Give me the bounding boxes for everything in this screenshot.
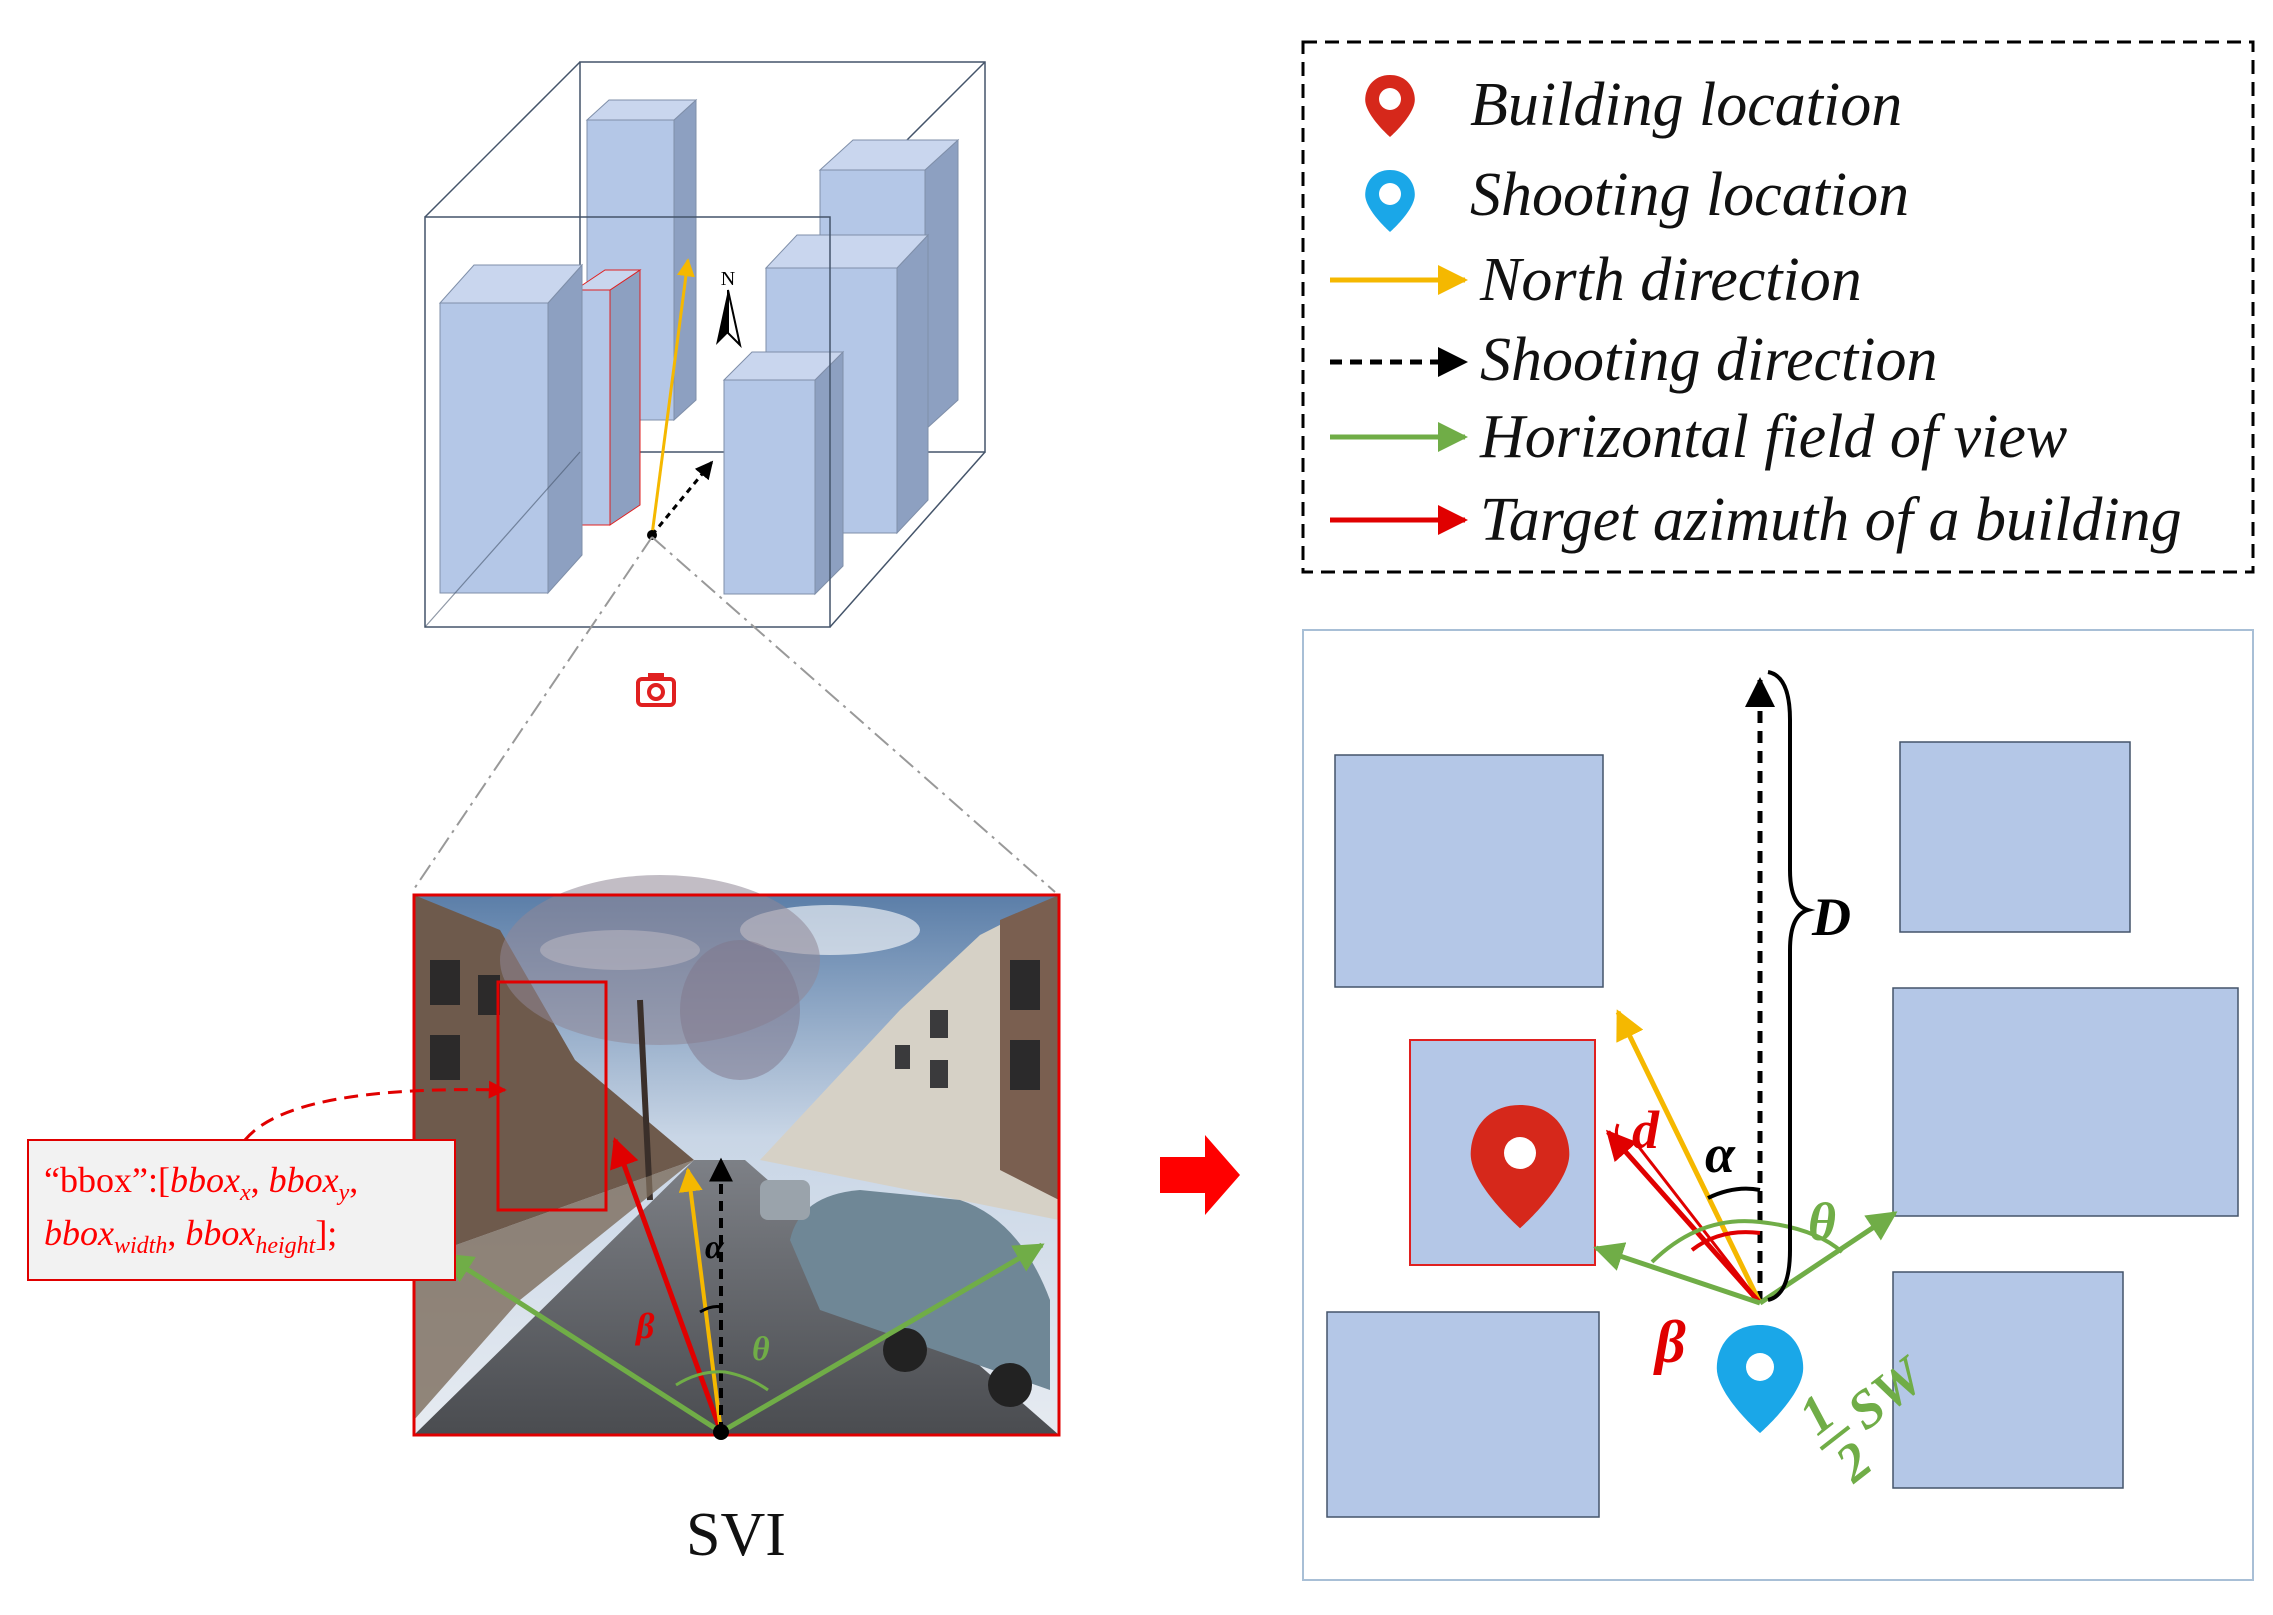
bbox-line-1: “bbox”:[bboxx, bboxy, — [44, 1160, 358, 1206]
street-view-image: α β θ — [412, 875, 1061, 1440]
box-front-face — [424, 216, 831, 628]
compass-icon: N — [716, 268, 742, 349]
projection-line-left — [411, 536, 653, 893]
north-arrow-plan — [1615, 1009, 1763, 1305]
plan-building — [1892, 1271, 2124, 1489]
legend-label: Shooting direction — [1480, 326, 1938, 394]
legend-item: Shooting location — [1365, 161, 1909, 232]
bbox-callout: “bbox”:[bboxx, bboxy, bboxwidth, bboxhei… — [27, 1080, 507, 1281]
bbox-line-2: bboxwidth, bboxheight]; — [44, 1213, 337, 1259]
building-3d — [438, 263, 584, 595]
theta-label-svi: θ — [752, 1331, 770, 1368]
camera-icon — [636, 673, 676, 707]
legend-item: North direction — [1330, 246, 1862, 314]
north-arrow-3d — [650, 258, 695, 536]
alpha-arc-plan — [1707, 1186, 1761, 1200]
fov-left-plan — [1593, 1242, 1761, 1306]
north-arrow-svi — [678, 1167, 723, 1433]
legend-item: Horizontal field of view — [1330, 403, 2067, 471]
box-edge — [829, 451, 986, 628]
legend-item: Building location — [1365, 71, 1902, 139]
building-location-pin — [1470, 1105, 1570, 1229]
legend-label: Horizontal field of view — [1479, 403, 2067, 471]
red-pin-icon — [1365, 75, 1415, 137]
alpha-label-svi: α — [705, 1229, 725, 1266]
fraction-bar — [1819, 1425, 1851, 1451]
top-down-plan: D d α θ β 1 2 SW — [1302, 629, 2254, 1581]
callout-leader — [243, 1080, 507, 1141]
plan-building — [1892, 987, 2239, 1217]
D-brace — [1767, 670, 1816, 1302]
legend-item: Shooting direction — [1330, 326, 1938, 394]
target-offset-line — [1633, 1141, 1762, 1304]
D-label: D — [1811, 887, 1851, 947]
legend: Building location Shooting location Nort… — [1301, 40, 2255, 574]
theta-label-plan: θ — [1808, 1192, 1836, 1252]
callout-box — [27, 1139, 456, 1281]
theta-arc-plan — [1650, 1219, 1844, 1264]
shooting-location-pin — [1716, 1325, 1804, 1433]
legend-frame — [1301, 40, 2255, 574]
beta-label-plan: β — [1653, 1309, 1686, 1375]
fov-left-edge — [442, 1252, 723, 1435]
transition-arrow-icon — [1160, 1135, 1240, 1215]
box-edge — [424, 61, 581, 218]
alpha-label-plan: α — [1705, 1124, 1736, 1184]
blue-pin-icon — [1365, 170, 1415, 232]
plan-building — [1899, 741, 2131, 933]
target-building-3d — [573, 269, 642, 526]
shooting-direction-3d — [650, 460, 714, 536]
box-edge — [424, 451, 581, 628]
building-3d — [722, 350, 845, 596]
legend-item: Target azimuth of a building — [1330, 486, 2182, 554]
camera-point-svi — [713, 1424, 729, 1440]
theta-arc-svi — [675, 1370, 769, 1392]
d-label: d — [1632, 1100, 1660, 1160]
fov-right-edge — [719, 1242, 1045, 1435]
legend-label: Shooting location — [1470, 161, 1909, 229]
legend-label: North direction — [1479, 246, 1862, 314]
plan-building — [1334, 754, 1604, 988]
legend-label: Target azimuth of a building — [1480, 486, 2182, 554]
plan-building — [1326, 1311, 1600, 1518]
camera-point-3d — [647, 530, 657, 540]
beta-arc-plan — [1690, 1230, 1761, 1252]
compass-label: N — [721, 268, 735, 290]
beta-label-svi: β — [634, 1306, 655, 1346]
target-azimuth-plan — [1606, 1129, 1762, 1305]
legend-label: Building location — [1470, 71, 1902, 139]
alpha-arc-svi — [699, 1305, 722, 1314]
svi-caption: SVI — [686, 1501, 786, 1569]
d-brace-plan — [1614, 1123, 1629, 1150]
projection-line-right — [651, 536, 1056, 893]
city-3d-model: N — [424, 61, 986, 628]
target-azimuth-arrow — [610, 1137, 724, 1433]
